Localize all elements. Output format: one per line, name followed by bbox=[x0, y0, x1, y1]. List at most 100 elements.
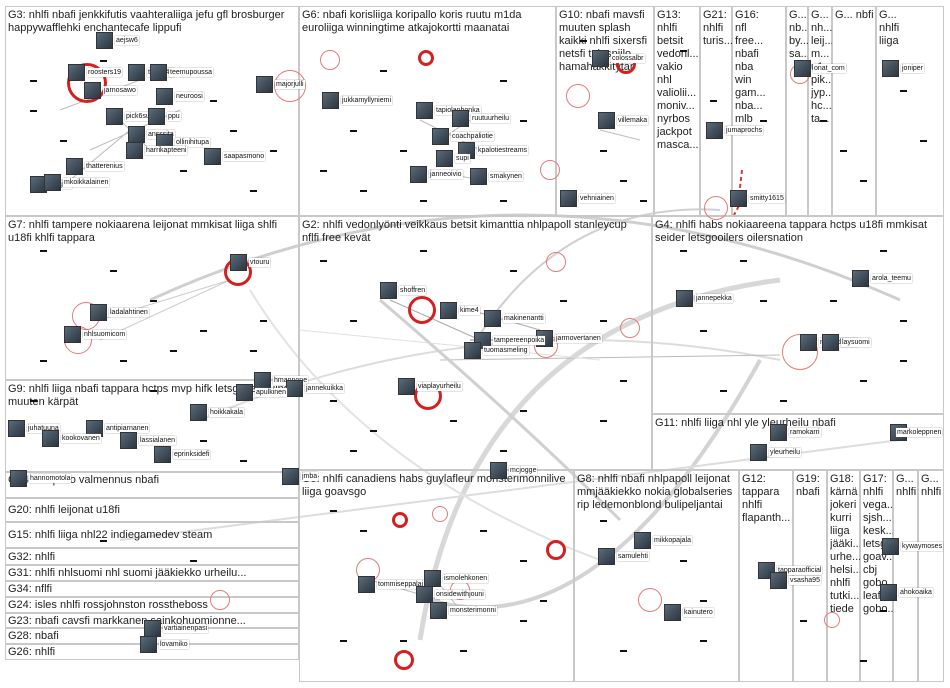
node-avatar[interactable] bbox=[490, 462, 507, 479]
node-avatar[interactable] bbox=[436, 150, 453, 167]
node-avatar[interactable] bbox=[794, 60, 811, 77]
node-avatar[interactable] bbox=[598, 112, 615, 129]
node-avatar[interactable] bbox=[286, 380, 303, 397]
node-avatar[interactable] bbox=[634, 532, 651, 549]
node-avatar[interactable] bbox=[154, 446, 171, 463]
node-label: juhatuuna bbox=[27, 424, 60, 433]
node-avatar[interactable] bbox=[770, 572, 787, 589]
vertex-ring bbox=[392, 512, 408, 528]
node-avatar[interactable] bbox=[190, 404, 207, 421]
vertex-ring bbox=[274, 70, 306, 102]
node-avatar[interactable] bbox=[380, 282, 397, 299]
node-avatar[interactable] bbox=[10, 470, 27, 487]
node-avatar[interactable] bbox=[464, 342, 481, 359]
node-avatar[interactable] bbox=[230, 254, 247, 271]
isolate-vertex bbox=[450, 420, 457, 422]
vertex-ring bbox=[704, 196, 728, 220]
isolate-vertex bbox=[620, 650, 627, 652]
node-avatar[interactable] bbox=[358, 576, 375, 593]
node-avatar[interactable] bbox=[800, 334, 817, 351]
group-box-Gb4: G... nhlfi liiga bbox=[876, 6, 944, 216]
group-box-G10: G10: nbafi mavsfi muuten splash kaikki n… bbox=[556, 6, 654, 216]
node-avatar[interactable] bbox=[592, 50, 609, 67]
node-avatar[interactable] bbox=[706, 122, 723, 139]
vertex-ring bbox=[210, 590, 230, 610]
node-avatar[interactable] bbox=[128, 126, 145, 143]
isolate-vertex bbox=[740, 260, 747, 262]
node-avatar[interactable] bbox=[452, 110, 469, 127]
isolate-vertex bbox=[880, 250, 887, 252]
node-avatar[interactable] bbox=[148, 108, 165, 125]
node-avatar[interactable] bbox=[128, 64, 145, 81]
node-label: eprinksidefi bbox=[173, 450, 211, 459]
node-avatar[interactable] bbox=[416, 586, 433, 603]
vertex-ring bbox=[320, 50, 340, 70]
isolate-vertex bbox=[700, 640, 707, 642]
node-avatar[interactable] bbox=[430, 602, 447, 619]
node-avatar[interactable] bbox=[68, 64, 85, 81]
node-avatar[interactable] bbox=[750, 444, 767, 461]
node-avatar[interactable] bbox=[424, 570, 441, 587]
node-avatar[interactable] bbox=[282, 468, 299, 485]
node-avatar[interactable] bbox=[144, 620, 161, 637]
node-avatar[interactable] bbox=[140, 636, 157, 653]
node-label: ppu bbox=[167, 112, 181, 121]
group-label: G8: nhlfi nbafi nhlpapoll leijonat mmjää… bbox=[577, 473, 733, 511]
node-avatar[interactable] bbox=[204, 148, 221, 165]
node-avatar[interactable] bbox=[322, 92, 339, 109]
group-label: G21: nhlfi turis... bbox=[703, 9, 733, 47]
node-avatar[interactable] bbox=[440, 302, 457, 319]
node-avatar[interactable] bbox=[882, 538, 899, 555]
node-avatar[interactable] bbox=[416, 102, 433, 119]
node-avatar[interactable] bbox=[106, 108, 123, 125]
node-avatar[interactable] bbox=[42, 430, 59, 447]
node-label: jukkamyllyniemi bbox=[341, 96, 393, 105]
node-avatar[interactable] bbox=[432, 128, 449, 145]
node-avatar[interactable] bbox=[8, 420, 25, 437]
node-avatar[interactable] bbox=[398, 378, 415, 395]
node-avatar[interactable] bbox=[254, 372, 271, 389]
node-avatar[interactable] bbox=[822, 334, 839, 351]
isolate-vertex bbox=[150, 390, 157, 392]
isolate-vertex bbox=[710, 100, 717, 102]
group-box-G24: G24: isles nhlfi rossjohnston rossthebos… bbox=[5, 597, 299, 613]
node-avatar[interactable] bbox=[676, 290, 693, 307]
node-avatar[interactable] bbox=[664, 604, 681, 621]
node-avatar[interactable] bbox=[560, 190, 577, 207]
node-avatar[interactable] bbox=[730, 190, 747, 207]
group-label: G4: nhlfi habs nokiaareena tappara hctps… bbox=[655, 219, 928, 244]
node-avatar[interactable] bbox=[770, 424, 787, 441]
node-avatar[interactable] bbox=[120, 432, 137, 449]
node-avatar[interactable] bbox=[150, 64, 167, 81]
isolate-vertex bbox=[600, 150, 607, 152]
node-avatar[interactable] bbox=[882, 60, 899, 77]
node-avatar[interactable] bbox=[90, 304, 107, 321]
node-label: onat_com bbox=[813, 64, 846, 73]
node-label: hannomotola bbox=[29, 474, 72, 483]
node-avatar[interactable] bbox=[256, 76, 273, 93]
isolate-vertex bbox=[800, 620, 807, 622]
node-avatar[interactable] bbox=[410, 166, 427, 183]
node-avatar[interactable] bbox=[484, 310, 501, 327]
node-avatar[interactable] bbox=[44, 174, 61, 191]
isolate-vertex bbox=[350, 450, 357, 452]
node-avatar[interactable] bbox=[96, 32, 113, 49]
node-avatar[interactable] bbox=[64, 326, 81, 343]
node-label: tommiseppalai bbox=[377, 580, 425, 589]
node-avatar[interactable] bbox=[236, 384, 253, 401]
isolate-vertex bbox=[520, 120, 527, 122]
node-label: lovamiko bbox=[159, 640, 189, 649]
node-avatar[interactable] bbox=[66, 158, 83, 175]
node-avatar[interactable] bbox=[470, 168, 487, 185]
isolate-vertex bbox=[620, 380, 627, 382]
node-label: vehniainen bbox=[579, 194, 615, 203]
node-avatar[interactable] bbox=[156, 88, 173, 105]
node-avatar[interactable] bbox=[84, 82, 101, 99]
isolate-vertex bbox=[320, 170, 327, 172]
node-avatar[interactable] bbox=[852, 270, 869, 287]
isolate-vertex bbox=[210, 100, 217, 102]
node-avatar[interactable] bbox=[126, 142, 143, 159]
group-box-G19: G19: nbafi bbox=[793, 470, 827, 682]
node-avatar[interactable] bbox=[880, 584, 897, 601]
node-avatar[interactable] bbox=[598, 548, 615, 565]
